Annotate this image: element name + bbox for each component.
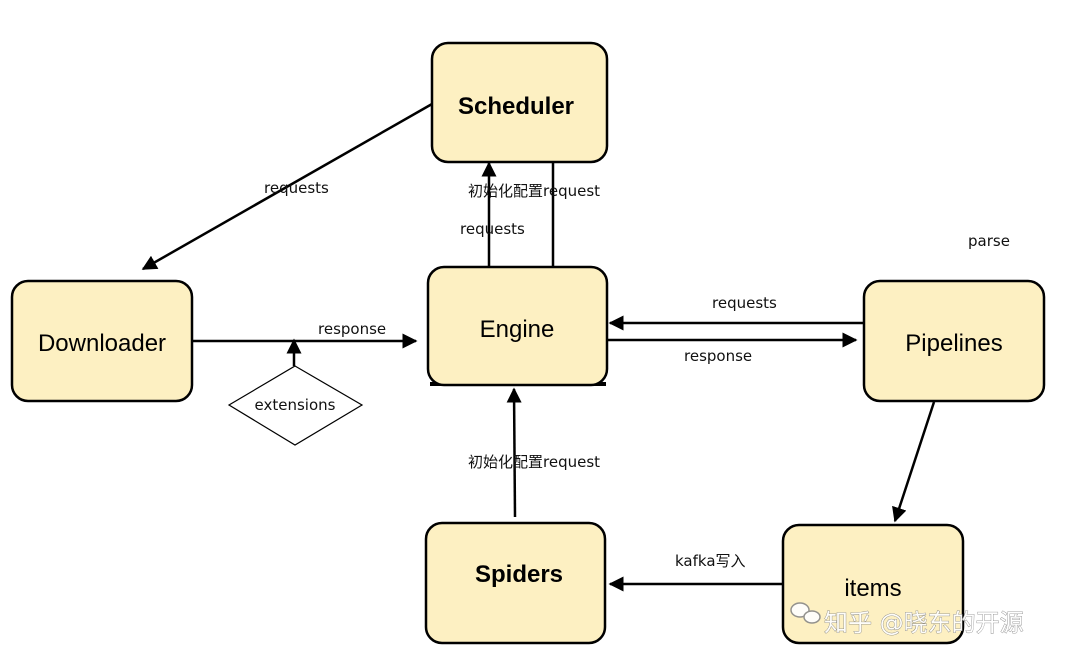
chat-bubble-icon (790, 602, 821, 624)
edge-scheduler-to-downloader (141, 102, 433, 271)
label-engine-to-scheduler-init: 初始化配置request (468, 182, 600, 200)
label-engine-to-scheduler: requests (460, 220, 525, 238)
label-downloader-to-engine: response (318, 320, 386, 338)
node-engine-label: Engine (480, 316, 555, 343)
label-items-to-spiders: kafka写入 (675, 552, 746, 570)
node-downloader: Downloader (10, 279, 194, 403)
node-spiders: Spiders (424, 521, 607, 645)
watermark-text: 知乎 @晓东的开源 (824, 609, 1024, 637)
node-spiders-label: Spiders (475, 561, 563, 588)
extensions-label: extensions (255, 396, 336, 414)
edge-spiders-to-engine (506, 387, 522, 518)
label-parse: parse (968, 232, 1010, 250)
watermark: 知乎 @晓东的开源 (790, 602, 1024, 637)
node-scheduler: Scheduler (430, 41, 609, 164)
node-pipelines-label: Pipelines (905, 330, 1002, 357)
node-engine: Engine (426, 265, 609, 387)
node-items: items (781, 523, 965, 645)
node-pipelines: Pipelines (862, 279, 1046, 403)
node-items-label: items (844, 575, 901, 602)
edge-pipelines-to-items (892, 401, 936, 523)
node-scheduler-label: Scheduler (458, 93, 574, 120)
label-scheduler-to-downloader: requests (264, 179, 329, 197)
extensions-diamond: extensions (227, 365, 364, 446)
label-pipelines-to-engine: requests (712, 294, 777, 312)
label-spiders-to-engine: 初始化配置request (468, 453, 600, 471)
node-downloader-label: Downloader (38, 330, 166, 357)
label-engine-to-pipelines: response (684, 347, 752, 365)
edge-labels: requests 初始化配置request requests response … (264, 179, 1010, 570)
